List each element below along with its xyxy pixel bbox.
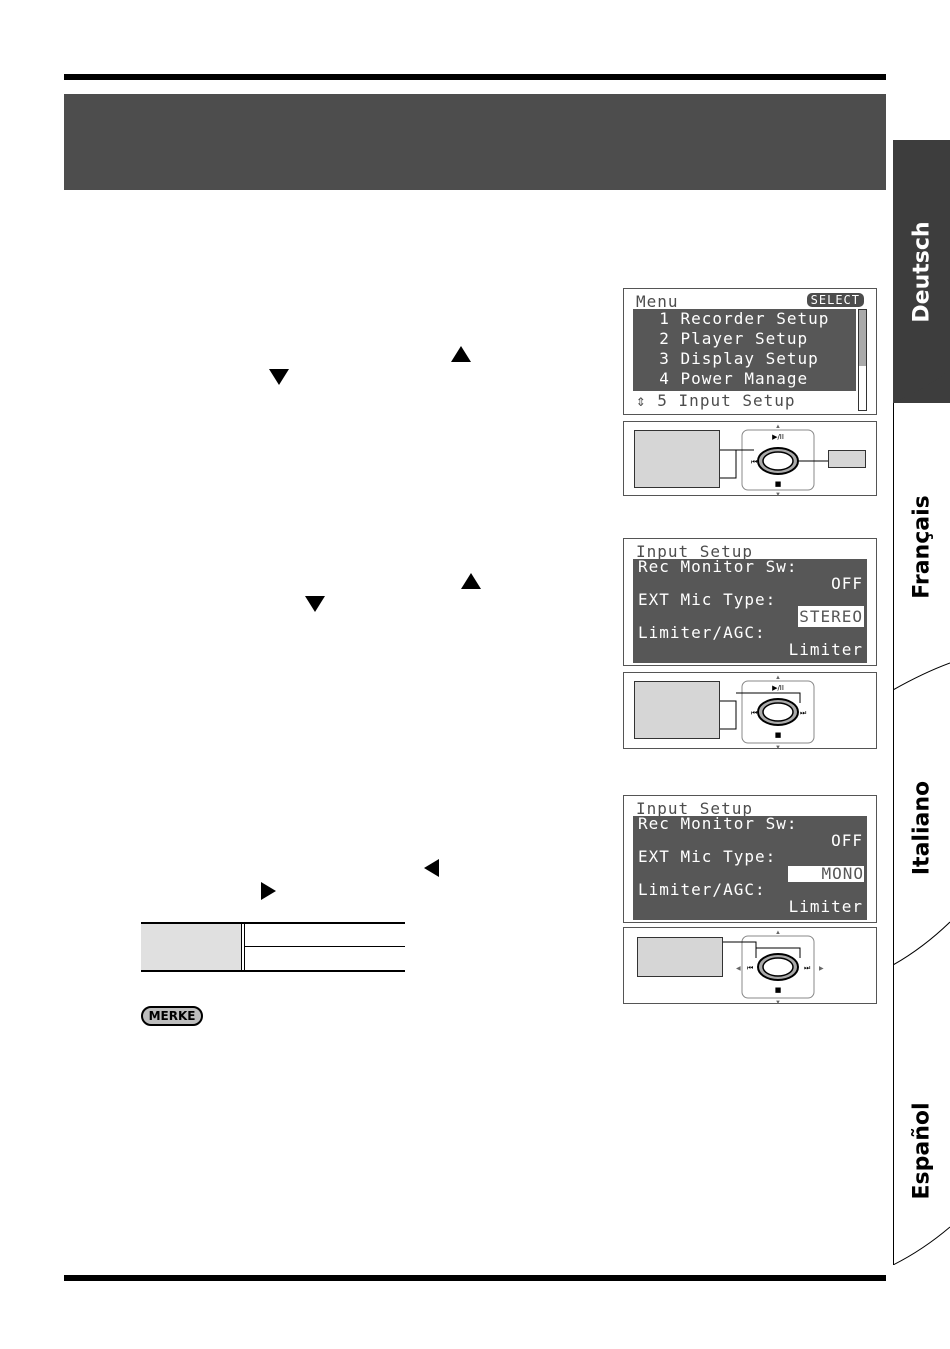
label-box (634, 430, 720, 488)
svg-text:▼: ▼ (775, 492, 781, 497)
up-arrow-icon (461, 573, 481, 589)
svg-text:⏮: ⏮ (751, 709, 757, 717)
menu-item: 1 Recorder Setup (638, 309, 830, 328)
svg-text:⏭: ⏭ (800, 709, 807, 717)
tab-shape (893, 140, 950, 403)
svg-text:▲: ▲ (775, 424, 781, 430)
svg-text:▲: ▲ (775, 675, 781, 681)
tab-francais[interactable]: Français (893, 403, 950, 690)
cursor-pad-icon: ⏮ ⏭ ◀ ▶ ■ ▲ ▼ (723, 930, 824, 1005)
setting-value-row: MONO (633, 865, 867, 882)
setting-value: OFF (831, 830, 863, 850)
svg-text:■: ■ (775, 480, 782, 488)
svg-text:▶/II: ▶/II (772, 684, 784, 692)
cursor-pad-icon: ▶/II ⏮ ⏭ ■ ▲ ▼ (720, 675, 815, 750)
down-arrow-icon (305, 596, 325, 612)
label-box (634, 681, 720, 739)
section-banner (64, 94, 886, 190)
svg-text:▼: ▼ (775, 745, 781, 750)
tab-label: Italiano (909, 780, 935, 875)
tab-label: Deutsch (909, 220, 934, 323)
tab-label: Français (909, 494, 935, 599)
controller-diagram: ▶/II ⏮ ■ ▲ ▼ (623, 421, 877, 497)
tab-deutsch[interactable]: Deutsch (893, 140, 950, 403)
tab-espanol[interactable]: Español (893, 965, 950, 1265)
lcd-screen-input-setup-mono: Input Setup Rec Monitor Sw: OFF EXT Mic … (623, 795, 877, 923)
label-box (828, 450, 866, 468)
lcd-header: Menu (636, 292, 679, 311)
svg-text:■: ■ (775, 986, 782, 994)
svg-text:▶: ▶ (819, 966, 824, 972)
setting-label: Rec Monitor Sw: (638, 814, 798, 833)
settings-table (141, 922, 405, 972)
setting-label: Rec Monitor Sw: (638, 557, 798, 576)
up-down-icon: ⇕ (636, 391, 647, 410)
select-badge: SELECT (806, 293, 864, 307)
lcd-header: Input Setup (636, 542, 753, 561)
svg-text:◀: ◀ (736, 966, 741, 972)
setting-value-row: STEREO (633, 605, 867, 627)
tab-italiano[interactable]: Italiano (893, 690, 950, 965)
svg-text:▼: ▼ (775, 1000, 781, 1005)
lcd-screen-input-setup-stereo: Input Setup Rec Monitor Sw: OFF EXT Mic … (623, 538, 877, 666)
lcd-settings: Rec Monitor Sw: OFF EXT Mic Type: STEREO… (633, 557, 867, 663)
top-rule (64, 74, 886, 80)
setting-value: OFF (831, 573, 863, 593)
menu-item-current: ⇕ 5 Input Setup (636, 391, 796, 410)
right-arrow-icon (261, 882, 276, 900)
setting-label: EXT Mic Type: (638, 847, 777, 866)
svg-text:⏮: ⏮ (751, 458, 757, 466)
table-divider (241, 924, 245, 970)
setting-value: Limiter (788, 639, 863, 659)
svg-text:⏭: ⏭ (804, 964, 811, 972)
lcd-header: Input Setup (636, 799, 753, 818)
lcd-settings: Rec Monitor Sw: OFF EXT Mic Type: MONO L… (633, 814, 867, 920)
tab-shape (893, 1226, 950, 1265)
setting-label: Limiter/AGC: (638, 880, 766, 899)
merke-badge: MERKE (141, 1006, 203, 1026)
cursor-pad-icon: ▶/II ⏮ ■ ▲ ▼ (720, 424, 828, 497)
setting-value-selected: STEREO (798, 605, 864, 627)
bottom-rule (64, 1275, 886, 1281)
setting-value: Limiter (788, 896, 863, 916)
lcd-menu-list: 1 Recorder Setup 2 Player Setup 3 Displa… (633, 309, 856, 391)
left-arrow-icon (424, 859, 439, 877)
setting-value-selected: MONO (788, 865, 864, 882)
svg-text:■: ■ (775, 731, 782, 739)
setting-label: EXT Mic Type: (638, 590, 777, 609)
scrollbar-thumb (859, 310, 866, 366)
menu-item-label: 5 Input Setup (657, 391, 796, 410)
setting-label: Limiter/AGC: (638, 623, 766, 642)
table-header-cell (141, 924, 241, 970)
label-box (637, 937, 723, 977)
svg-text:⏮: ⏮ (747, 964, 753, 972)
down-arrow-icon (269, 369, 289, 385)
menu-item: 4 Power Manage (638, 369, 809, 388)
scrollbar (858, 309, 867, 411)
up-arrow-icon (451, 346, 471, 362)
tab-shape (893, 921, 950, 965)
controller-diagram: ▶/II ⏮ ⏭ ■ ▲ ▼ (623, 672, 877, 750)
table-row-divider (245, 946, 405, 947)
svg-text:▶/II: ▶/II (772, 433, 784, 441)
tab-shape (893, 662, 950, 690)
controller-diagram: ⏮ ⏭ ◀ ▶ ■ ▲ ▼ (623, 927, 877, 1005)
tab-label: Español (909, 1102, 935, 1200)
svg-text:▲: ▲ (775, 930, 781, 936)
menu-item: 3 Display Setup (638, 349, 819, 368)
lcd-screen-menu: Menu SELECT 1 Recorder Setup 2 Player Se… (623, 288, 877, 415)
menu-item: 2 Player Setup (638, 329, 809, 348)
